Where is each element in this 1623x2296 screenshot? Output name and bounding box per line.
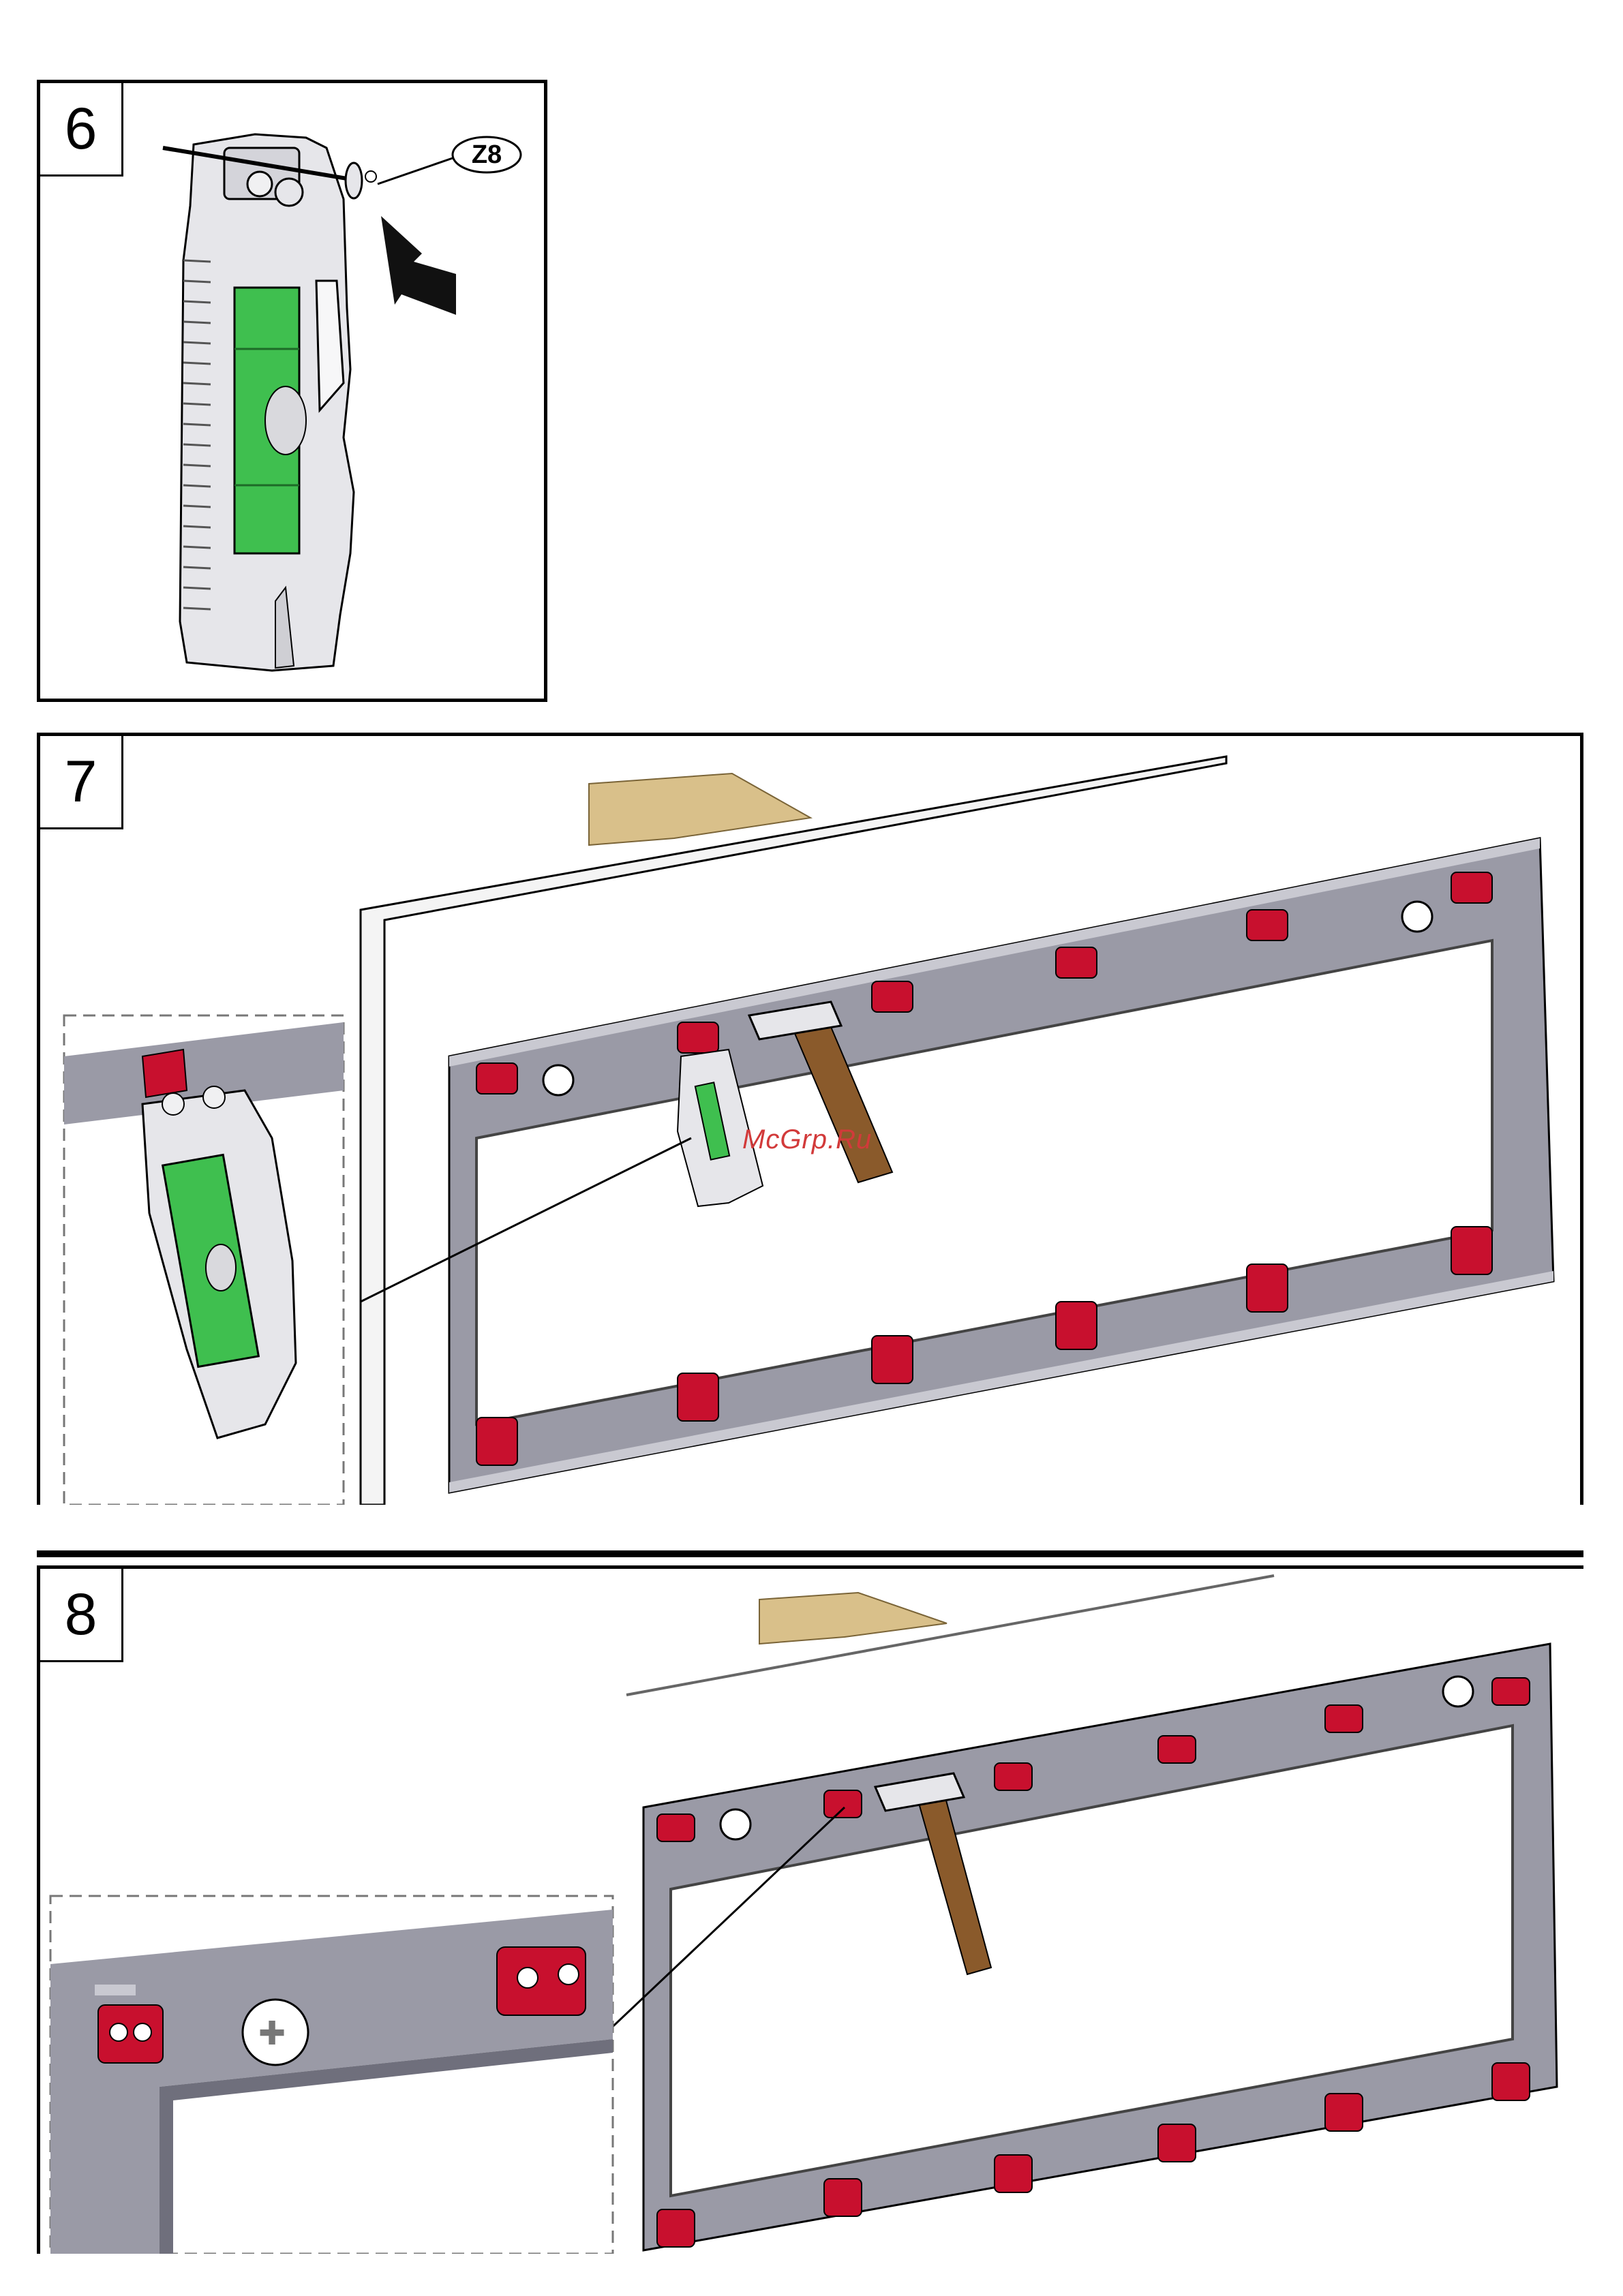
leader-line-icon (378, 158, 453, 184)
step-8-illustration: ✚ (40, 1569, 1583, 2254)
mounting-frame (643, 1644, 1557, 2250)
section-divider (37, 1550, 1583, 1557)
step-6-panel: 6 (37, 80, 547, 702)
svg-text:✚: ✚ (258, 2015, 286, 2053)
step-7-panel: 7 (37, 733, 1583, 1505)
push-arrow-icon (381, 216, 456, 315)
mounting-frame (449, 838, 1553, 1493)
step-6-illustration (40, 83, 544, 699)
part-label-z8: Z8 (456, 141, 517, 168)
step-7-illustration (40, 736, 1580, 1505)
step-8-panel: 8 (37, 1565, 1583, 2254)
watermark: McGrp.Ru (742, 1124, 872, 1155)
spirit-level-icon (180, 134, 354, 671)
